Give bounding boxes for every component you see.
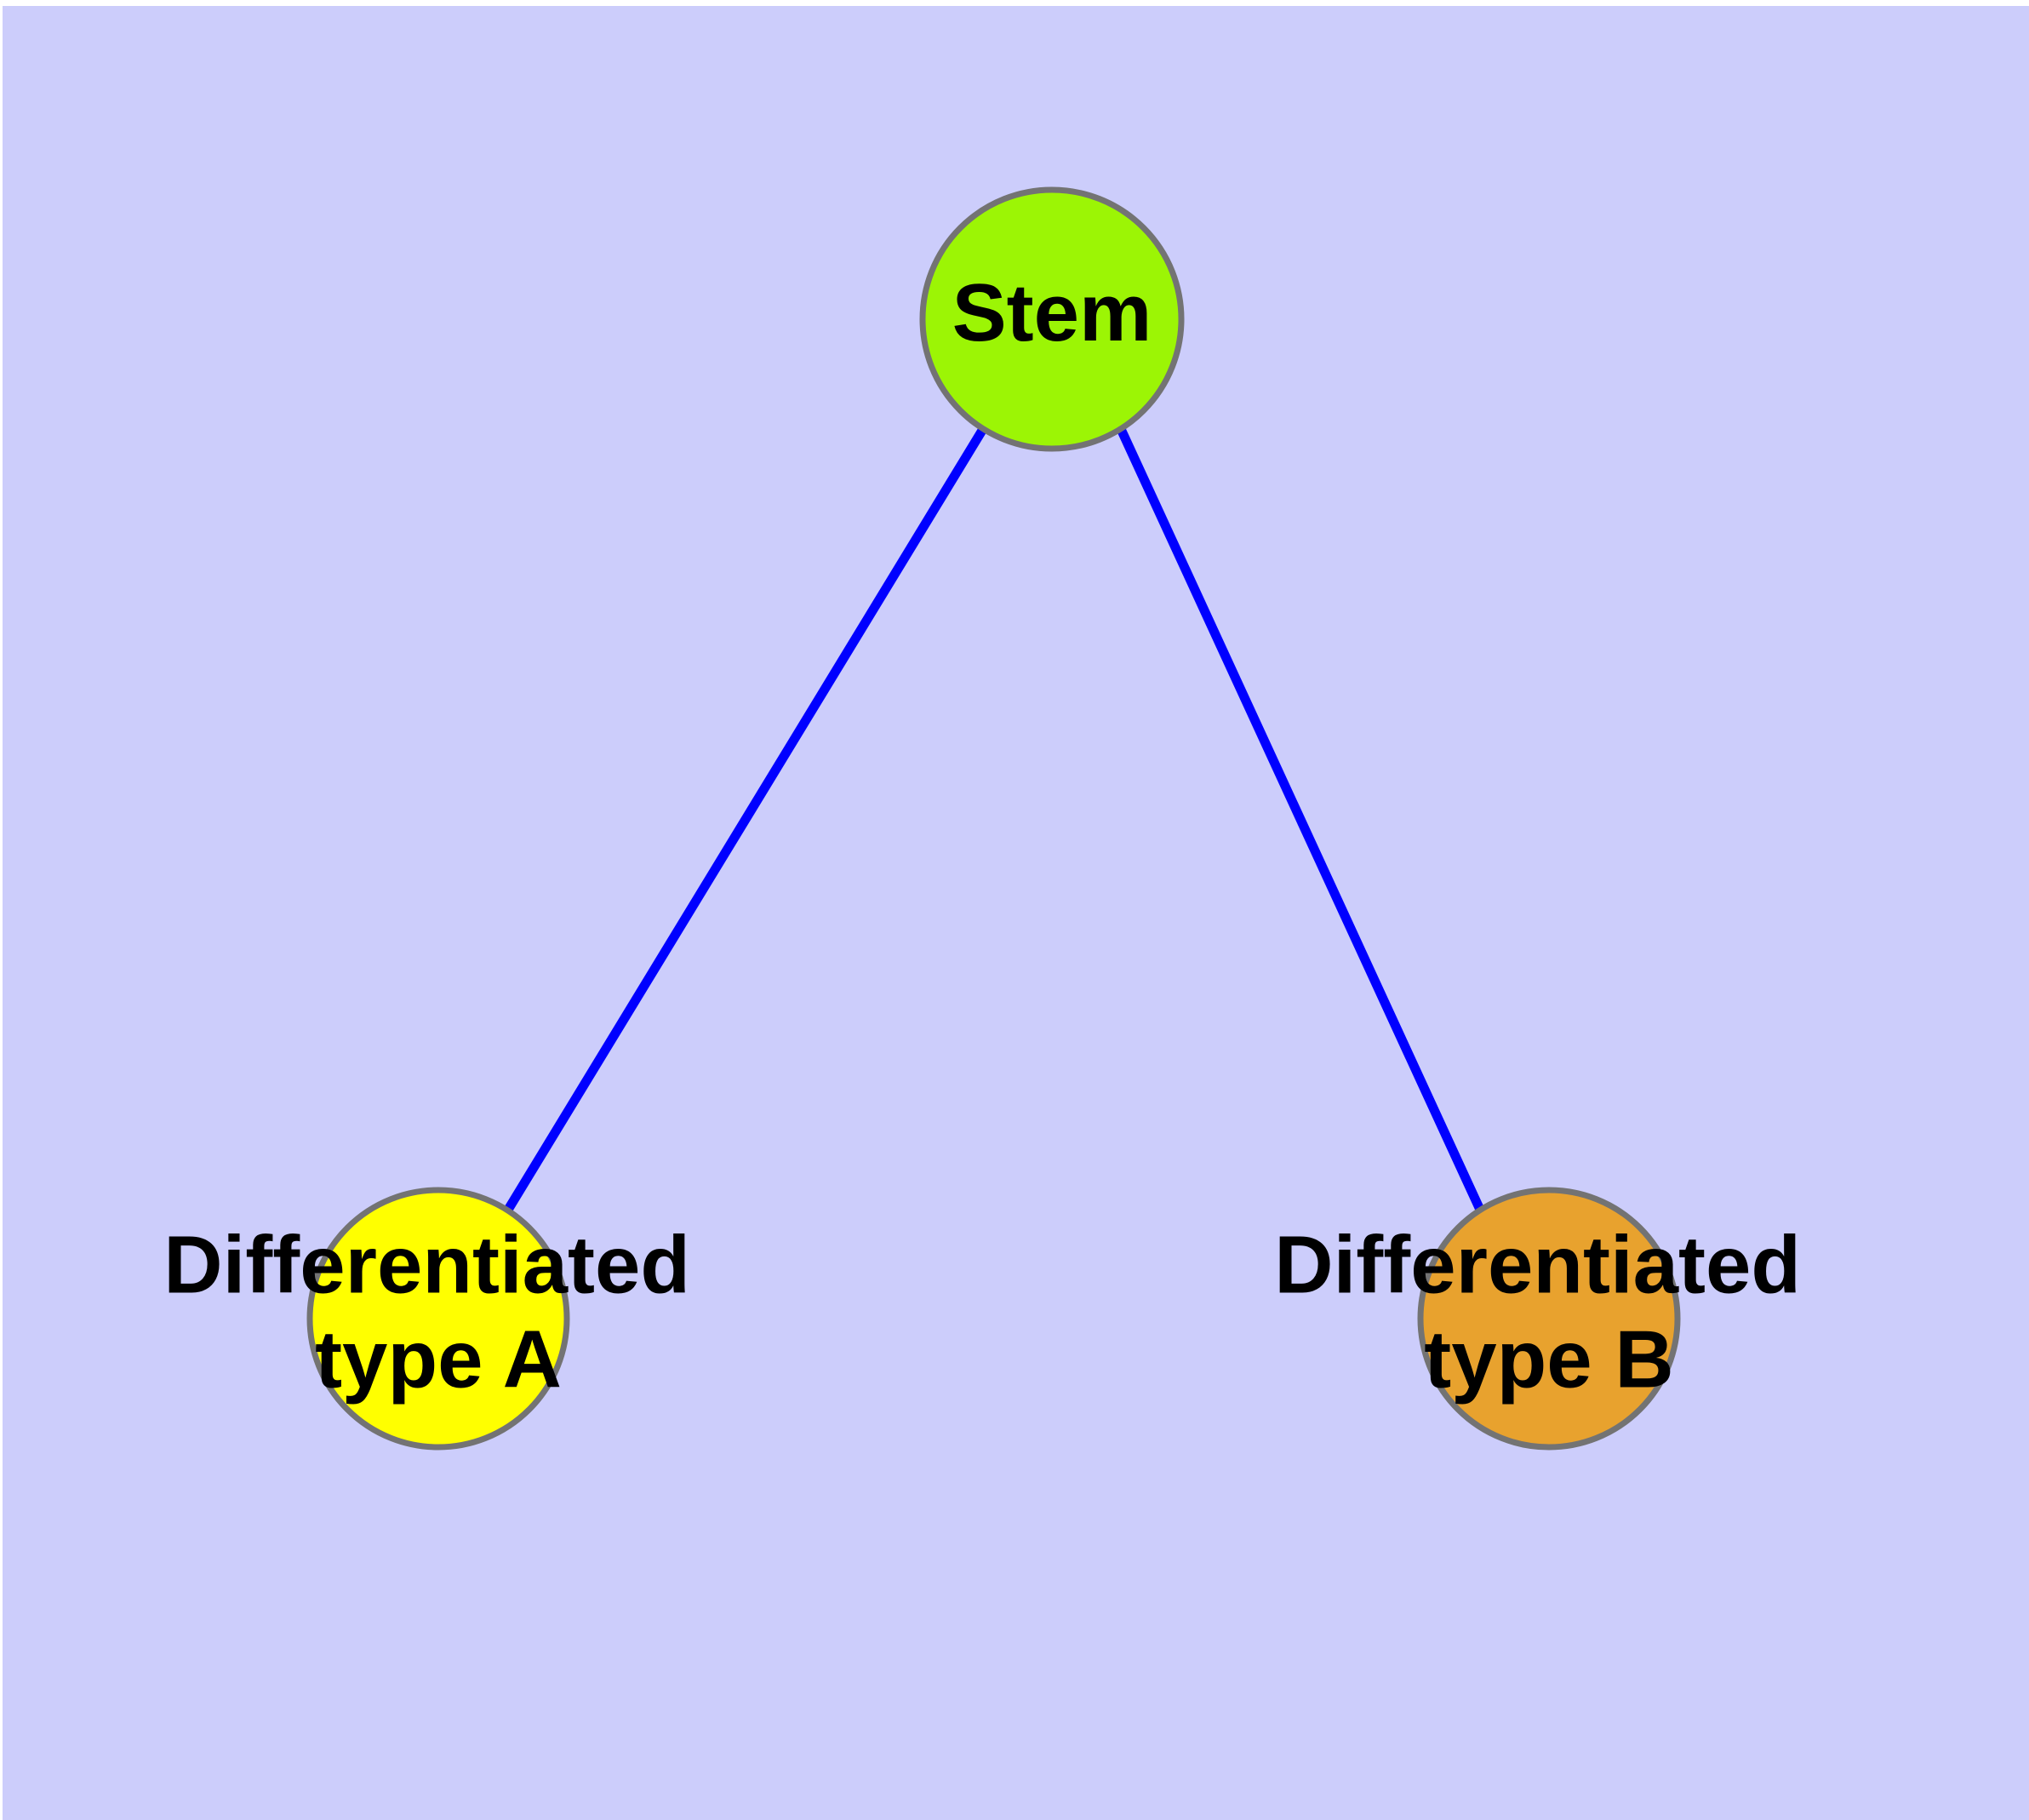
- node-differentiated-type-b[interactable]: Differentiated type B: [1274, 1187, 1823, 1451]
- edges-layer: [504, 426, 1484, 1212]
- node-stem-label-line-1: Stem: [952, 267, 1152, 358]
- node-differentiated-type-b-label: Differentiated type B: [1274, 1220, 1823, 1405]
- node-differentiated-type-b-circle[interactable]: [1417, 1187, 1681, 1451]
- node-differentiated-type-a-label-line-1: Differentiated: [163, 1220, 690, 1311]
- nodes-layer: Stem Differentiated type A Differentiate…: [163, 186, 1823, 1451]
- node-stem[interactable]: Stem: [919, 186, 1185, 452]
- edge-stem-to-differentiated-type-b[interactable]: [1117, 426, 1484, 1212]
- node-differentiated-type-a-label: Differentiated type A: [163, 1220, 712, 1405]
- node-differentiated-type-b-label-line-2: type B: [1424, 1314, 1673, 1405]
- node-differentiated-type-b-label-line-1: Differentiated: [1274, 1220, 1801, 1311]
- node-stem-circle[interactable]: [919, 186, 1185, 452]
- edge-stem-to-differentiated-type-a[interactable]: [504, 426, 987, 1212]
- node-stem-label: Stem: [952, 267, 1152, 358]
- node-differentiated-type-a[interactable]: Differentiated type A: [163, 1187, 712, 1451]
- node-differentiated-type-a-label-line-2: type A: [315, 1314, 562, 1405]
- node-differentiated-type-a-circle[interactable]: [306, 1187, 570, 1451]
